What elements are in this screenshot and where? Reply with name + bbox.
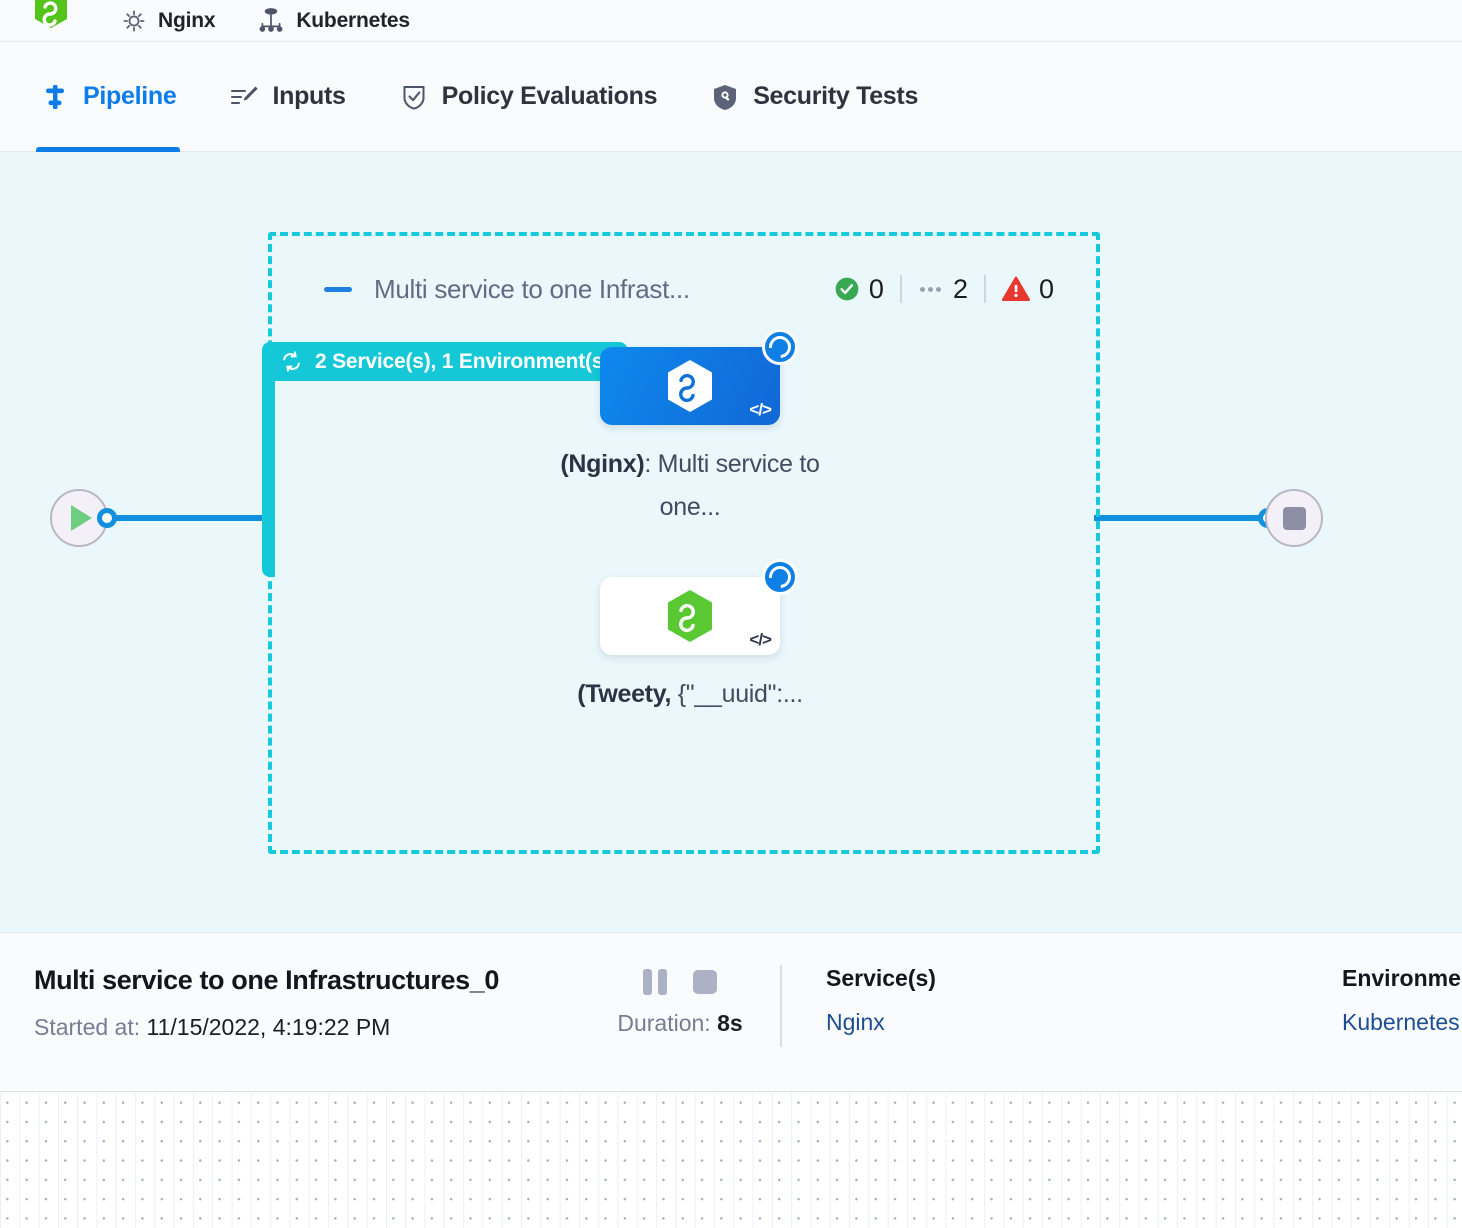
group-spine bbox=[262, 342, 275, 577]
stop-icon[interactable] bbox=[693, 970, 717, 994]
breadcrumb-item-kubernetes[interactable]: Kubernetes bbox=[257, 7, 410, 34]
harness-hexagon-white-icon bbox=[668, 360, 712, 412]
duration-value: 8s bbox=[717, 1010, 743, 1036]
code-brackets-icon: </> bbox=[749, 630, 772, 649]
breadcrumb-kubernetes-label: Kubernetes bbox=[296, 8, 410, 32]
pipeline-icon bbox=[46, 84, 64, 109]
tab-bar: Pipeline Inputs Policy Evaluations Secur… bbox=[0, 42, 1462, 152]
counter-success-value: 0 bbox=[868, 273, 884, 304]
step-card[interactable]: </> bbox=[600, 329, 798, 425]
matrix-group-badge[interactable]: 2 Service(s), 1 Environment(s) bbox=[262, 342, 629, 381]
duration-text: Duration: 8s bbox=[580, 1010, 780, 1037]
pipeline-canvas[interactable]: 2 Service(s), 1 Environment(s) Multi ser… bbox=[0, 152, 1462, 932]
loop-repeat-icon bbox=[283, 351, 300, 372]
environments-head: Environment(s) bbox=[1342, 965, 1462, 991]
tab-inputs-label: Inputs bbox=[272, 82, 346, 110]
tab-policy-evaluations[interactable]: Policy Evaluations bbox=[395, 42, 662, 152]
started-label: Started at: bbox=[34, 1014, 141, 1040]
security-shield-icon bbox=[714, 84, 737, 110]
started-value: 11/15/2022, 4:19:22 PM bbox=[146, 1014, 391, 1040]
harness-hexagon-icon bbox=[35, 0, 67, 28]
duration-label: Duration: bbox=[617, 1010, 711, 1036]
step-card[interactable]: </> bbox=[600, 559, 798, 655]
step-label: (Nginx): Multi service to one... bbox=[535, 443, 845, 528]
pipeline-end-node[interactable] bbox=[1265, 489, 1323, 547]
pipeline-step-nginx[interactable]: </> (Nginx): Multi service to one... bbox=[535, 329, 845, 528]
counter-failed: 0 bbox=[986, 274, 1054, 305]
code-brackets-icon: </> bbox=[749, 400, 772, 419]
tab-policy-evaluations-label: Policy Evaluations bbox=[441, 82, 658, 110]
environments-value[interactable]: Kubernetes bbox=[1342, 1009, 1460, 1035]
execution-title: Multi service to one Infrastructures_0 bbox=[34, 965, 499, 995]
tab-inputs[interactable]: Inputs bbox=[225, 42, 349, 152]
running-spinner-icon bbox=[762, 329, 798, 365]
counter-success: 0 bbox=[834, 274, 900, 305]
counter-divider bbox=[983, 275, 986, 303]
breadcrumb-item-project[interactable] bbox=[34, 0, 79, 35]
design-grid-canvas[interactable] bbox=[0, 1093, 1462, 1228]
services-value[interactable]: Nginx bbox=[826, 1009, 885, 1035]
counter-running-value: 2 bbox=[952, 273, 968, 304]
execution-duration: Duration: 8s bbox=[580, 933, 780, 1037]
execution-controls bbox=[580, 967, 780, 997]
gear-icon bbox=[123, 10, 145, 31]
group-header: Multi service to one Infrast... 0 2 bbox=[324, 269, 1054, 309]
connector-line-left bbox=[113, 515, 269, 521]
pipeline-step-tweety[interactable]: </> (Tweety, {"__uuid":... bbox=[535, 559, 845, 716]
step-label-bold: (Nginx) bbox=[560, 450, 645, 478]
breadcrumb-bar: Nginx Kubernetes bbox=[0, 0, 1462, 42]
stop-square-icon bbox=[1282, 506, 1306, 530]
kubernetes-node-icon bbox=[259, 7, 283, 32]
breadcrumb-nginx-label: Nginx bbox=[158, 8, 216, 32]
step-label-bold: (Tweety, bbox=[577, 680, 672, 708]
matrix-group-container[interactable] bbox=[268, 232, 1100, 854]
status-counters: 0 2 0 bbox=[834, 274, 1054, 305]
warning-triangle-icon bbox=[1001, 276, 1030, 301]
step-label-rest: {"__uuid":... bbox=[671, 680, 803, 708]
footer-divider bbox=[780, 965, 782, 1047]
execution-summary: Multi service to one Infrastructures_0 S… bbox=[0, 933, 580, 1041]
tab-security-tests[interactable]: Security Tests bbox=[706, 42, 922, 152]
footer-services: Service(s) Nginx bbox=[782, 933, 936, 1036]
step-label-rest: : Multi service to one... bbox=[644, 450, 820, 521]
services-head: Service(s) bbox=[826, 965, 936, 991]
connector-line-right bbox=[1094, 515, 1264, 521]
pause-icon[interactable] bbox=[643, 969, 667, 995]
tab-pipeline-label: Pipeline bbox=[83, 82, 177, 110]
play-icon bbox=[71, 505, 92, 531]
pipeline-start-node[interactable] bbox=[50, 489, 108, 547]
tab-pipeline[interactable]: Pipeline bbox=[36, 42, 181, 152]
policy-shield-check-icon bbox=[403, 85, 425, 110]
matrix-group-badge-label: 2 Service(s), 1 Environment(s) bbox=[315, 349, 611, 373]
execution-started: Started at: 11/15/2022, 4:19:22 PM bbox=[34, 1014, 580, 1041]
execution-details-footer: Multi service to one Infrastructures_0 S… bbox=[0, 932, 1462, 1092]
footer-environments: Environment(s) Kubernetes bbox=[1342, 933, 1462, 1036]
inputs-icon bbox=[231, 86, 259, 104]
counter-divider bbox=[899, 275, 902, 303]
group-title: Multi service to one Infrast... bbox=[374, 273, 690, 304]
step-label: (Tweety, {"__uuid":... bbox=[535, 673, 845, 716]
breadcrumb-item-nginx[interactable]: Nginx bbox=[121, 8, 216, 34]
running-spinner-icon bbox=[762, 559, 798, 595]
success-check-icon bbox=[835, 277, 859, 301]
tab-security-tests-label: Security Tests bbox=[753, 82, 919, 110]
counter-failed-value: 0 bbox=[1038, 273, 1054, 304]
harness-hexagon-green-icon bbox=[668, 590, 712, 642]
collapse-dash-icon[interactable] bbox=[324, 286, 352, 292]
running-dots-icon bbox=[918, 276, 944, 302]
counter-running: 2 bbox=[902, 274, 984, 305]
